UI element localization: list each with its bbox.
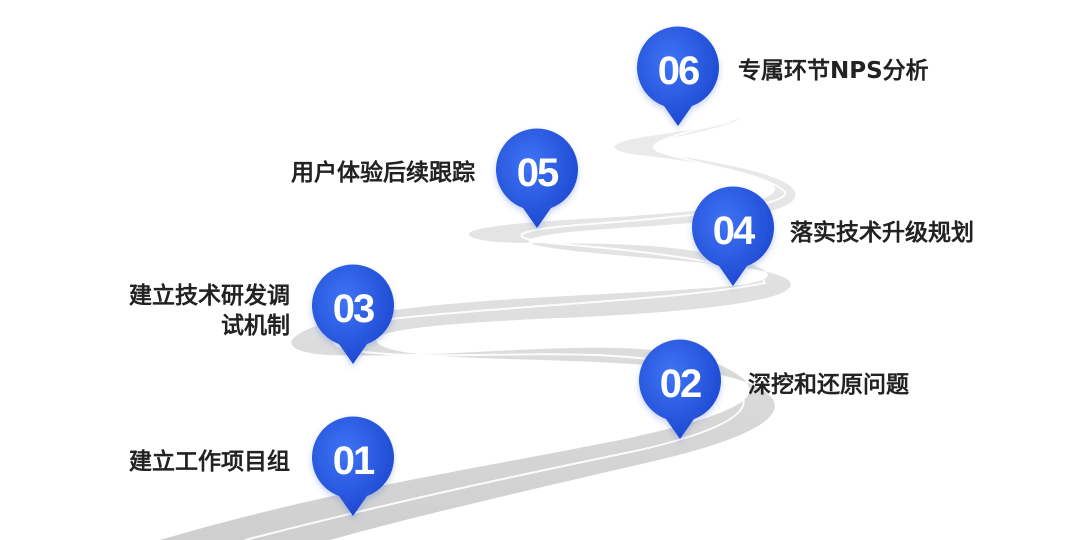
road-surface [160,118,796,540]
step-06-label: 专属环节NPS分析 [738,58,929,84]
map-pin-icon [496,128,578,229]
step-06-number: 06 [658,49,699,93]
step-05-label: 用户体验后续跟踪 [291,160,475,186]
step-04-pin: 04 [692,186,774,286]
step-01-pin: 01 [312,416,394,516]
map-pin-icon [692,186,774,286]
step-04-number: 04 [713,209,756,253]
step-03-label-line1: 建立技术研发调 [129,283,290,309]
step-01-label: 建立工作项目组 [129,449,290,475]
step-03-pin: 03 [312,264,394,364]
step-02-pin: 02 [639,339,721,439]
map-pin-icon [639,339,721,439]
map-pin-icon [637,26,719,127]
step-02-number: 02 [660,362,701,406]
step-04-label: 落实技术升级规划 [790,220,974,246]
step-05-number: 05 [517,151,559,195]
step-05-pin: 05 [496,128,578,229]
step-03-label-line2: 试机制 [221,313,290,339]
step-01-number: 01 [333,439,375,483]
map-pin-icon [312,416,394,516]
step-02-label: 深挖和还原问题 [748,372,909,398]
map-pin-icon [312,264,394,364]
road-centerline [244,121,787,540]
step-03-number: 03 [333,287,374,331]
step-06-pin: 06 [637,26,719,127]
road [160,118,796,540]
